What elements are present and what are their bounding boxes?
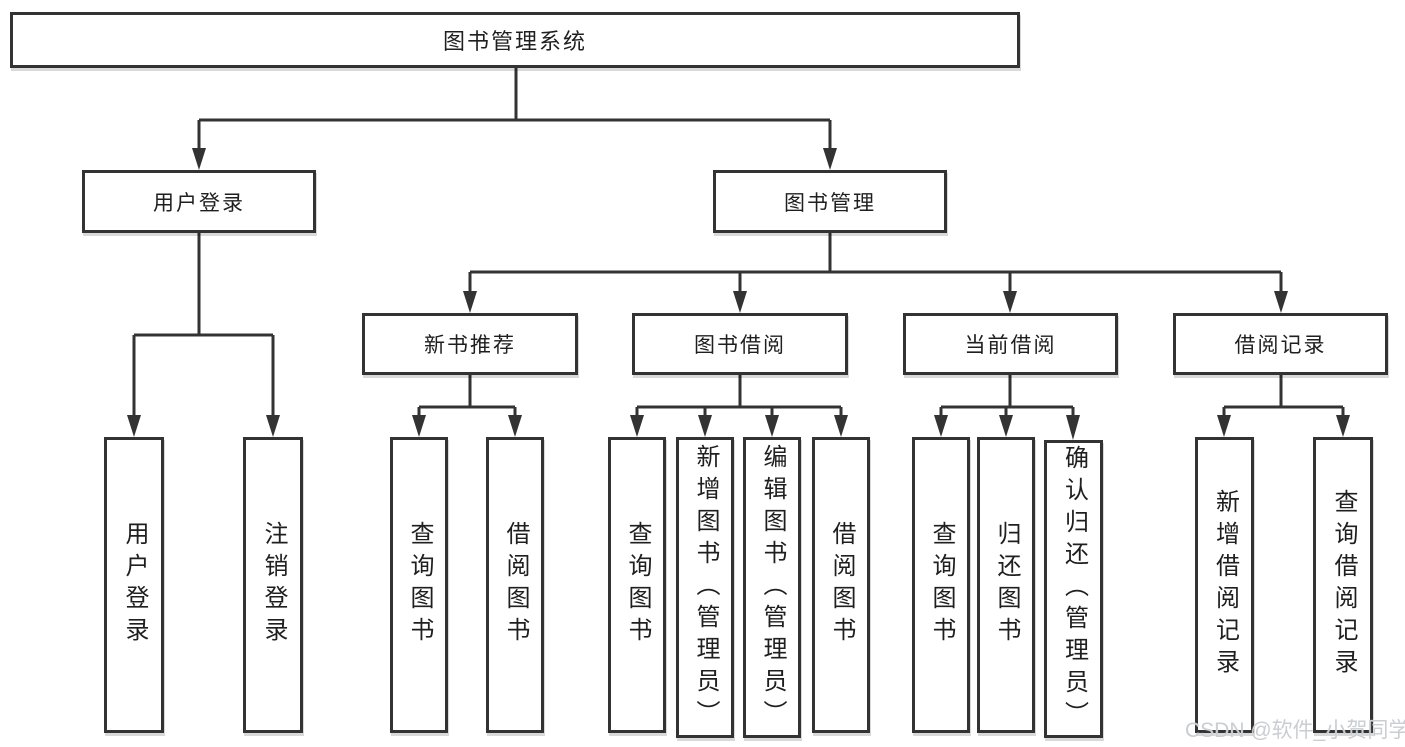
leaf-bw-edit-book-admin-label: 编辑图书（管理员） (759, 443, 786, 732)
leaf-rec-query-record-label: 查询借阅记录 (1330, 489, 1357, 681)
node-library-management-system: 图书管理系统 (10, 12, 1020, 68)
node-book-borrow: 图书借阅 (632, 313, 848, 375)
leaf-bw-query-books: 查询图书 (608, 437, 666, 733)
node-current-borrow: 当前借阅 (903, 313, 1118, 375)
leaf-rec-add-record: 新增借阅记录 (1195, 437, 1254, 733)
leaf-cur-return-books: 归还图书 (977, 437, 1035, 733)
leaf-user-login-label: 用户登录 (121, 521, 148, 649)
node-new-book-recommend-label: 新书推荐 (424, 334, 516, 357)
node-book-management: 图书管理 (713, 170, 947, 233)
node-book-management-label: 图书管理 (784, 191, 876, 215)
node-current-borrow-label: 当前借阅 (964, 334, 1057, 357)
leaf-logout-label: 注销登录 (260, 521, 287, 649)
leaf-bw-add-book-admin: 新增图书（管理员） (676, 437, 734, 738)
node-borrow-records-label: 借阅记录 (1234, 334, 1327, 357)
leaf-bw-query-books-label: 查询图书 (624, 521, 651, 649)
node-user-login: 用户登录 (82, 170, 316, 233)
leaf-bw-borrow-books-label: 借阅图书 (828, 521, 855, 649)
leaf-nb-query-books-label: 查询图书 (406, 521, 433, 649)
node-user-login-label: 用户登录 (153, 191, 245, 215)
leaf-cur-confirm-return-admin-label: 确认归还（管理员） (1060, 445, 1088, 733)
leaf-cur-confirm-return-admin: 确认归还（管理员） (1044, 440, 1103, 738)
leaf-cur-query-books: 查询图书 (912, 437, 970, 733)
leaf-nb-borrow-books-label: 借阅图书 (502, 521, 529, 649)
leaf-rec-query-record: 查询借阅记录 (1313, 437, 1373, 733)
leaf-user-login: 用户登录 (104, 437, 164, 733)
node-library-management-system-label: 图书管理系统 (442, 29, 587, 54)
leaf-rec-add-record-label: 新增借阅记录 (1211, 489, 1239, 681)
leaf-logout: 注销登录 (243, 437, 303, 733)
leaf-bw-add-book-admin-label: 新增图书（管理员） (692, 443, 719, 732)
leaf-cur-query-books-label: 查询图书 (928, 521, 955, 649)
leaf-nb-borrow-books: 借阅图书 (486, 437, 544, 733)
node-book-borrow-label: 图书借阅 (694, 334, 786, 357)
leaf-nb-query-books: 查询图书 (390, 437, 448, 733)
watermark: CSDN @软件_小贺同学 (1185, 719, 1405, 742)
leaf-bw-borrow-books: 借阅图书 (812, 437, 870, 733)
node-new-book-recommend: 新书推荐 (362, 313, 578, 375)
node-borrow-records: 借阅记录 (1173, 313, 1388, 375)
leaf-bw-edit-book-admin: 编辑图书（管理员） (743, 437, 801, 738)
leaf-cur-return-books-label: 归还图书 (993, 521, 1020, 649)
